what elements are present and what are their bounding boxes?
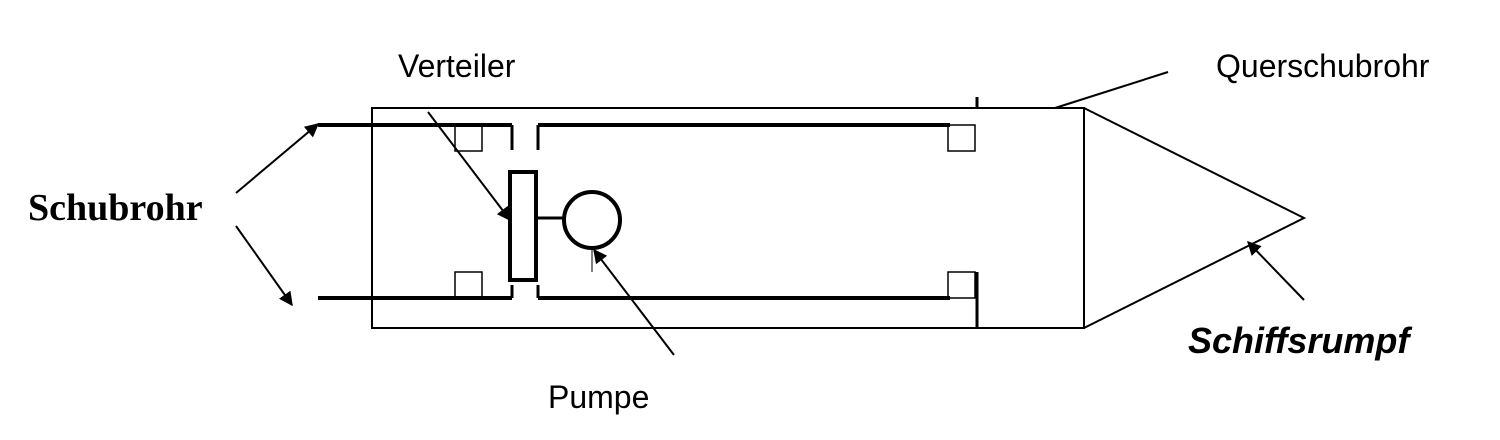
fitting-lower-left — [454, 271, 483, 299]
fitting-lower-right — [947, 271, 976, 299]
hull-body — [371, 107, 1085, 329]
schubrohr-arrow-lower — [235, 225, 293, 307]
fitting-upper-left — [454, 124, 483, 152]
schubrohr-arrow-upper — [235, 123, 320, 194]
schiffsrumpf-arrow — [1247, 240, 1305, 301]
verteiler-leader — [427, 111, 511, 222]
label-querschubrohr: Querschubrohr — [1216, 48, 1430, 84]
fitting-upper-right — [947, 124, 976, 152]
hull-bow — [1083, 107, 1307, 329]
label-schiffsrumpf: Schiffsrumpf — [1188, 320, 1412, 361]
distributor — [508, 170, 538, 282]
label-pumpe: Pumpe — [548, 379, 649, 415]
label-verteiler: Verteiler — [398, 48, 516, 84]
pump — [562, 190, 622, 250]
querschubrohr-leader — [1054, 71, 1169, 109]
label-schubrohr: Schubrohr — [28, 187, 203, 229]
pumpe-leader — [593, 248, 675, 356]
